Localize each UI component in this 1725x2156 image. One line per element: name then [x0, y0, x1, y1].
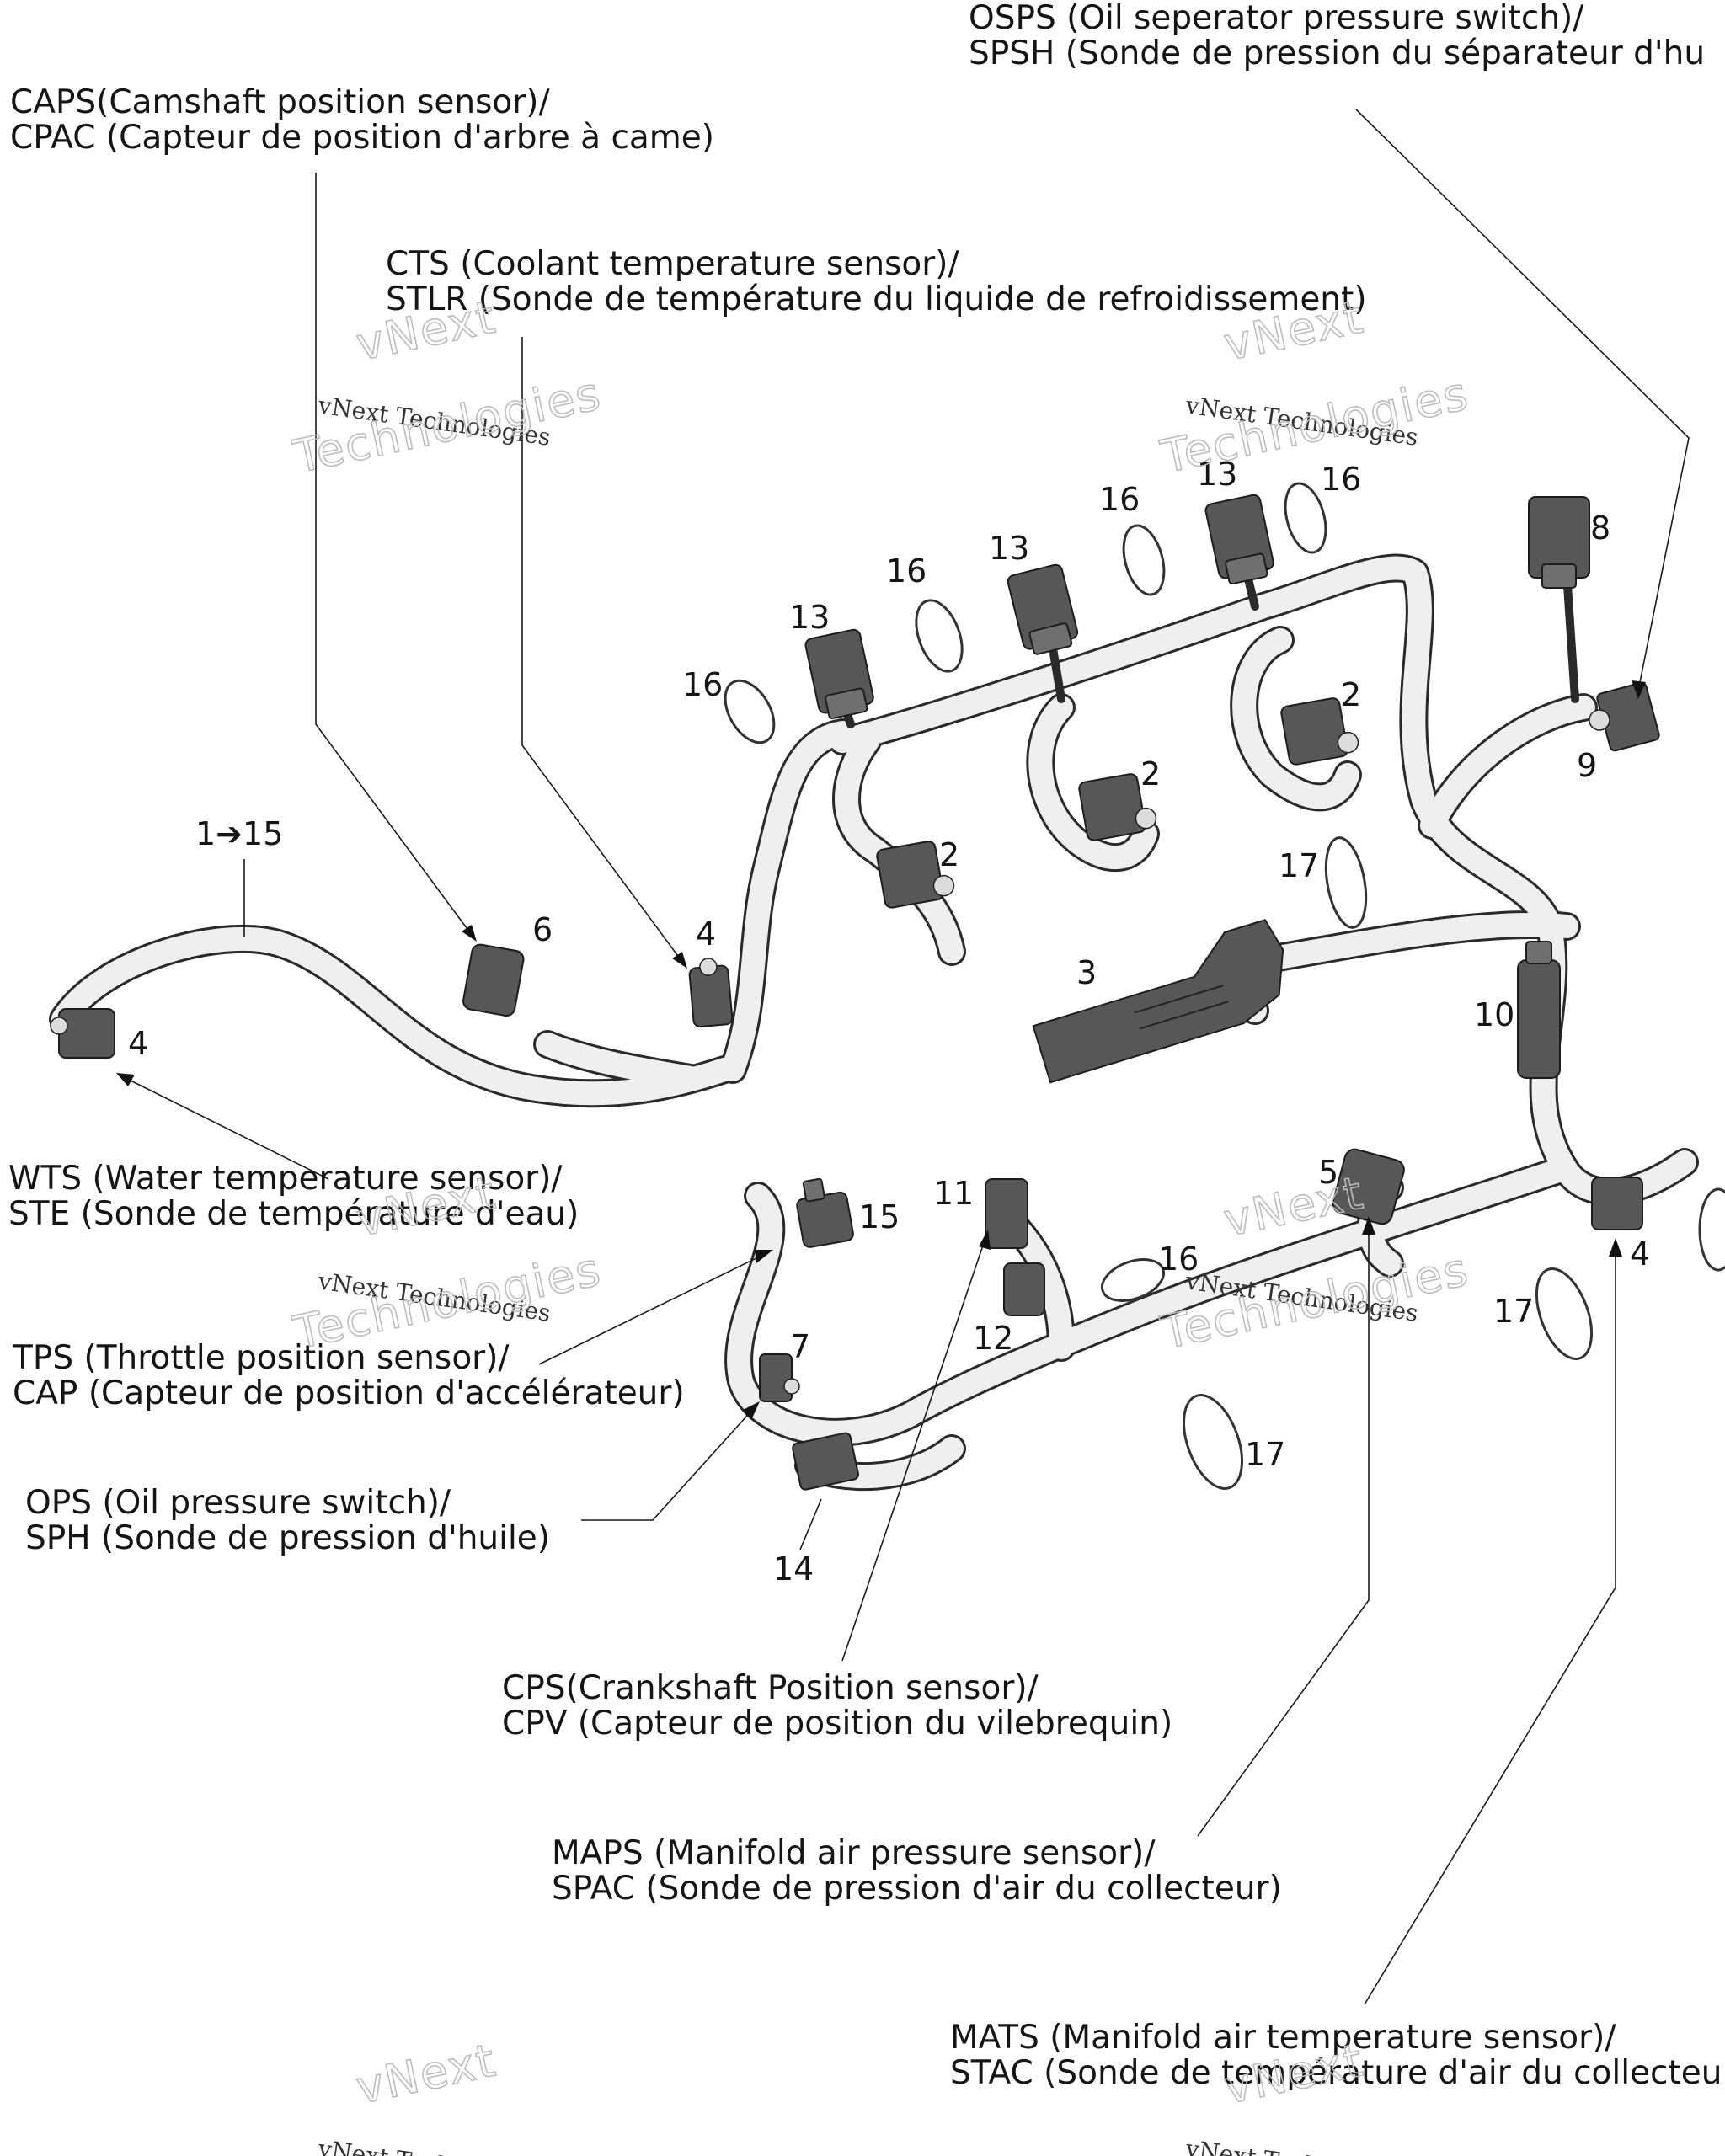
- part-number-13-b: 13: [989, 530, 1029, 567]
- watermark-1-bottom: Technologies: [289, 366, 606, 483]
- part-number-11: 11: [933, 1175, 974, 1212]
- leader-tps: [538, 1252, 767, 1365]
- part-number-16-e: 16: [1158, 1241, 1199, 1278]
- connector-14: [792, 1432, 859, 1491]
- callout-caps-line1: CAPS(Camshaft position sensor)/: [10, 83, 551, 121]
- part-number-10: 10: [1474, 996, 1514, 1033]
- connector-13-b: [1007, 563, 1079, 655]
- watermark-5-middle: vNext Technologies: [316, 2134, 553, 2156]
- part-number-16-c: 16: [1099, 481, 1140, 518]
- leader-maps: [1197, 1223, 1370, 1837]
- clamp-17-b: [1535, 1267, 1594, 1360]
- leader-wts: [121, 1075, 329, 1180]
- part-number-4-cts: 4: [696, 915, 716, 953]
- connector-11: [985, 1178, 1028, 1249]
- part-number-5: 5: [1318, 1154, 1338, 1191]
- callout-wts-line1: WTS (Water temperature sensor)/: [8, 1160, 563, 1198]
- part-number-3: 3: [1076, 954, 1097, 991]
- part-number-2-b: 2: [1140, 755, 1161, 792]
- clamp-16-e: [1101, 1258, 1165, 1302]
- part-number-2-c: 2: [1341, 676, 1361, 713]
- part-number-8: 8: [1590, 510, 1610, 547]
- callout-caps-line2: CPAC (Capteur de position d'arbre à came…: [10, 119, 714, 157]
- part-number-13-c: 13: [1197, 456, 1237, 493]
- part-number-16-a: 16: [682, 666, 723, 703]
- part-number-16-b: 16: [886, 552, 927, 590]
- clamp-16-b: [915, 599, 964, 673]
- callout-ops-line1: OPS (Oil pressure switch)/: [25, 1484, 451, 1522]
- callout-cps-line2: CPV (Capteur de position du vilebrequin): [502, 1705, 1172, 1742]
- connector-6: [462, 943, 525, 1017]
- callout-cts-line2: STLR (Sonde de température du liquide de…: [386, 280, 1367, 318]
- connector-9: [1589, 681, 1660, 752]
- callout-tps-line2: CAP (Capteur de position d'accélérateur): [13, 1374, 685, 1412]
- part-number-4-wts: 4: [128, 1025, 148, 1062]
- watermark-6-middle: vNext Technologies: [1183, 2134, 1420, 2156]
- connector-4-mats: [1591, 1177, 1643, 1230]
- leader-mats: [1364, 1245, 1616, 2005]
- part-number-7: 7: [790, 1328, 810, 1365]
- callout-mats-line1: MATS (Manifold air temperature sensor)/: [950, 2019, 1616, 2057]
- part-number-17-a: 17: [1279, 847, 1319, 884]
- part-number-9: 9: [1577, 747, 1597, 784]
- part-number-1to15: 1➔15: [195, 815, 283, 852]
- connector-15: [796, 1177, 854, 1248]
- callout-ops-line2: SPH (Sonde de pression d'huile): [25, 1519, 550, 1557]
- connector-2-b: [1078, 773, 1157, 841]
- part-number-15: 15: [859, 1198, 900, 1235]
- part-number-17-b: 17: [1493, 1293, 1534, 1330]
- connector-4-cts: [688, 958, 734, 1028]
- callout-osps-line1: OSPS (Oil seperator pressure switch)/: [969, 0, 1584, 37]
- connector-13-a: [804, 628, 874, 720]
- connector-4-wts: [50, 1008, 115, 1059]
- part-number-6: 6: [532, 911, 553, 948]
- connector-8: [1528, 496, 1590, 589]
- watermark-5: vNext vNext Technologies: [316, 2033, 553, 2156]
- clamp-16-a: [724, 679, 776, 744]
- watermark-2-bottom: Technologies: [1156, 366, 1474, 483]
- part-number-2-a: 2: [939, 836, 959, 873]
- leader-caps: [315, 173, 473, 936]
- part-number-12: 12: [973, 1320, 1013, 1357]
- callout-maps-line2: SPAC (Sonde de pression d'air du collect…: [552, 1870, 1282, 1908]
- connector-7: [759, 1353, 800, 1402]
- callout-wts-line2: STE (Sonde de température d'eau): [8, 1195, 579, 1233]
- connector-13-c: [1204, 494, 1274, 585]
- clamp-16-c: [1122, 524, 1166, 596]
- connector-3: [1032, 919, 1284, 1084]
- part-number-13-a: 13: [789, 599, 830, 636]
- clamps: [724, 482, 1725, 1490]
- part-numbers: 1➔15 16 13 16 13 16 13 16 8 2 9 2 2 17 6…: [128, 456, 1650, 1588]
- watermark-5-top: vNext: [352, 2033, 501, 2115]
- connectors: [50, 494, 1660, 1491]
- part-number-14: 14: [773, 1550, 814, 1588]
- callout-labels: OSPS (Oil seperator pressure switch)/ SP…: [8, 0, 1722, 2092]
- leader-cts: [521, 337, 683, 963]
- clamp-17-c: [1183, 1394, 1243, 1490]
- leader-lines: [116, 109, 1690, 2005]
- part-number-16-d: 16: [1321, 461, 1361, 498]
- callout-cps-line1: CPS(Crankshaft Position sensor)/: [502, 1669, 1039, 1707]
- callout-mats-line2: STAC (Sonde de température d'air du coll…: [950, 2054, 1722, 2092]
- part-number-4-mats: 4: [1630, 1235, 1650, 1273]
- connector-5: [1332, 1148, 1405, 1225]
- clamp-17-d: [1698, 1187, 1725, 1272]
- callout-osps-line2: SPSH (Sonde de pression du séparateur d'…: [969, 35, 1705, 72]
- part-number-17-c: 17: [1245, 1436, 1285, 1473]
- connector-12: [1003, 1262, 1045, 1316]
- connector-10: [1517, 941, 1561, 1079]
- connector-2-a: [876, 841, 955, 909]
- leader-ops: [581, 1407, 755, 1521]
- callout-tps-line1: TPS (Throttle position sensor)/: [12, 1339, 510, 1377]
- callout-maps-line1: MAPS (Manifold air pressure sensor)/: [552, 1834, 1156, 1872]
- leader-osps: [1355, 109, 1690, 691]
- connector-2-c: [1280, 697, 1359, 766]
- clamp-16-d: [1284, 482, 1327, 554]
- leader-cps: [841, 1237, 986, 1662]
- clamp-17-a: [1324, 836, 1368, 929]
- leader-14: [799, 1498, 822, 1550]
- callout-cts-line1: CTS (Coolant temperature sensor)/: [386, 245, 960, 283]
